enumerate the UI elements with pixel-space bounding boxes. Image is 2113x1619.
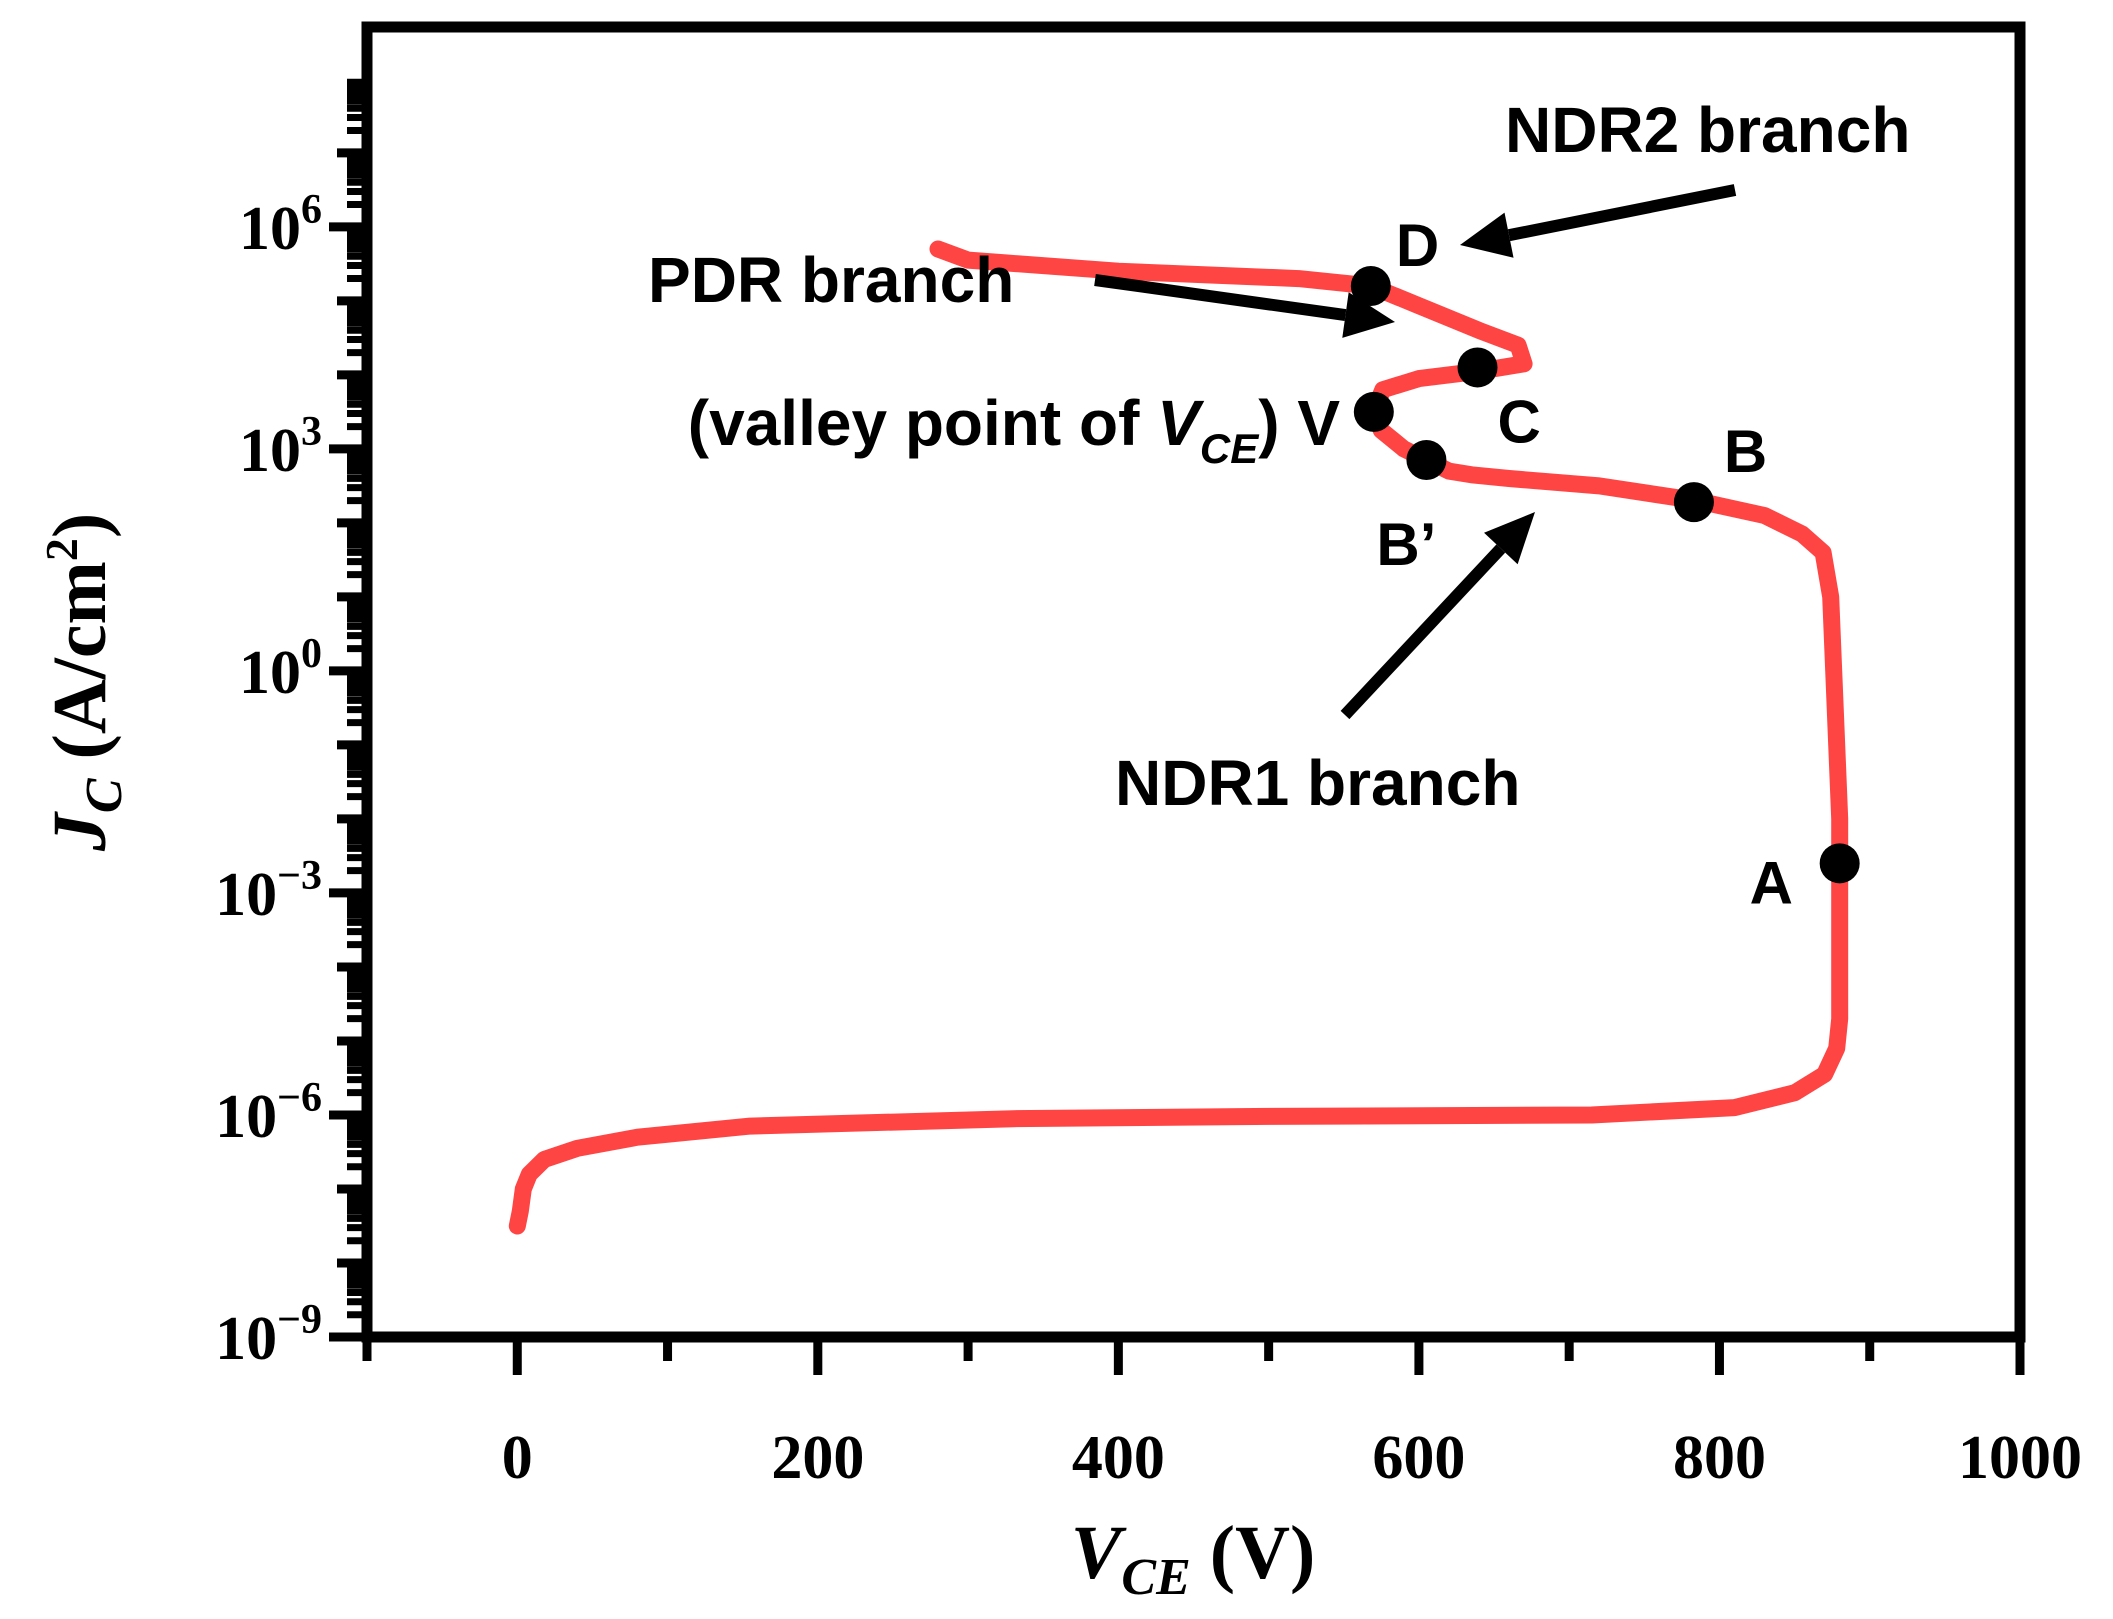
y-tick-label: 10−9 bbox=[215, 1297, 322, 1373]
point-label: C bbox=[1498, 388, 1541, 455]
x-tick-labels: 0 200 400 600 800 1000 bbox=[502, 1424, 2082, 1492]
point-marker bbox=[1819, 843, 1860, 884]
point-label: D bbox=[1396, 212, 1439, 279]
arrow-ndr2 bbox=[1460, 184, 1737, 258]
point-label: B’ bbox=[1376, 511, 1436, 578]
x-tick-label: 600 bbox=[1372, 1424, 1465, 1492]
y-tick-label: 103 bbox=[239, 409, 322, 485]
arrow-pdr bbox=[1094, 274, 1395, 338]
x-tick-label: 400 bbox=[1072, 1424, 1165, 1492]
point-marker bbox=[1673, 482, 1714, 523]
point-label: B bbox=[1724, 418, 1767, 485]
x-tick-label: 1000 bbox=[1958, 1424, 2082, 1492]
annotation-ndr2: NDR2 branch bbox=[1505, 94, 1910, 166]
annotation-ndr1: NDR1 branch bbox=[1115, 747, 1520, 819]
point-marker bbox=[1406, 439, 1447, 480]
arrow-ndr1 bbox=[1340, 512, 1535, 720]
x-tick-label: 200 bbox=[771, 1424, 864, 1492]
y-tick-label: 100 bbox=[239, 631, 322, 707]
point-marker bbox=[1353, 391, 1394, 432]
x-tick-label: 800 bbox=[1673, 1424, 1766, 1492]
annotation-pdr: PDR branch bbox=[648, 244, 1014, 316]
annotation-arrows bbox=[1094, 184, 1737, 720]
x-axis-title: VCE (V) bbox=[1071, 1511, 1316, 1606]
y-tick-label: 106 bbox=[239, 187, 322, 263]
point-marker bbox=[1350, 266, 1391, 307]
annotation-valley: (valley point of VCE) V bbox=[688, 387, 1341, 472]
y-tick-label: 10−3 bbox=[215, 853, 322, 929]
y-tick-labels: 10−9 10−6 10−3 100 103 106 bbox=[215, 187, 322, 1373]
jc-vce-curve bbox=[508, 240, 1849, 1235]
marked-points: A B B’ C D bbox=[1350, 212, 1860, 916]
axis-ticks bbox=[329, 78, 2025, 1375]
point-label: A bbox=[1750, 849, 1793, 916]
y-tick-label: 10−6 bbox=[215, 1075, 322, 1151]
point-marker bbox=[1457, 347, 1498, 388]
y-axis-title: JC (A/cm2) bbox=[36, 513, 133, 852]
x-tick-label: 0 bbox=[502, 1424, 533, 1492]
